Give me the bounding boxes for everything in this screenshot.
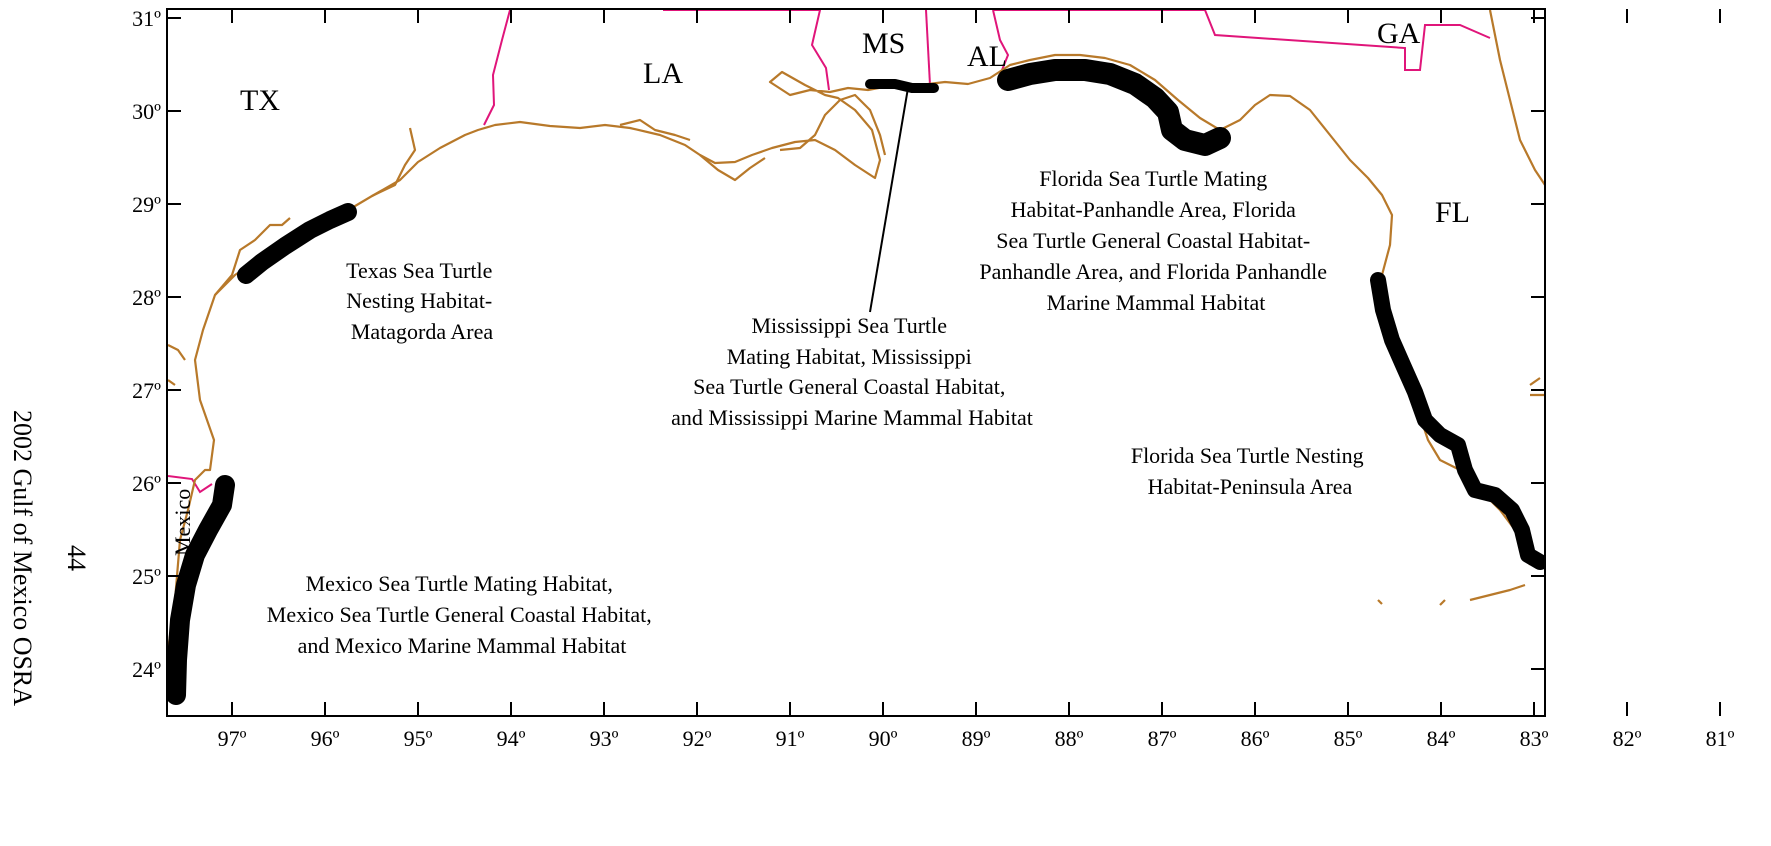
longitude-label: 84º	[1427, 726, 1456, 751]
latitude-label: 24º	[132, 657, 161, 682]
habitat-label-mexico-line-3: and Mexico Marine Mammal Habitat	[298, 633, 627, 658]
habitat-label-mississippi-line-4: and Mississippi Marine Mammal Habitat	[671, 405, 1033, 430]
habitat-label-mississippi-line-2: Mating Habitat, Mississippi	[727, 344, 972, 369]
longitude-label: 86º	[1241, 726, 1270, 751]
longitude-label: 89º	[962, 726, 991, 751]
latitude-label: 30º	[132, 99, 161, 124]
habitat-label-texas-line-2: Nesting Habitat-	[346, 288, 492, 313]
habitat-label-mexico-line-2: Mexico Sea Turtle General Coastal Habita…	[267, 602, 652, 627]
latitude-label: 29º	[132, 192, 161, 217]
al-fl-border	[993, 10, 1491, 71]
map-contents: TX LA MS AL GA FL Mexico Texas Sea Turtl…	[168, 10, 1544, 705]
longitude-label: 97º	[218, 726, 247, 751]
habitat-segments	[168, 59, 1544, 705]
longitude-label: 82º	[1613, 726, 1642, 751]
habitat-label-florida-peninsula-line-2: Habitat-Peninsula Area	[1148, 474, 1353, 499]
state-label-ga: GA	[1377, 17, 1421, 50]
longitude-label: 87º	[1148, 726, 1177, 751]
state-borders	[168, 10, 1491, 494]
state-label-fl: FL	[1435, 196, 1470, 229]
axis-ticks: 97º 96º 95º 94º 93º 92º 91º 90º 89º 88º 87º 86º 85º 8…	[132, 6, 1734, 751]
longitude-label: 88º	[1055, 726, 1084, 751]
tx-la-border	[483, 10, 511, 126]
longitude-label: 93º	[590, 726, 619, 751]
coastline-louisiana-delta	[619, 93, 887, 182]
coastline-florida-east	[1488, 10, 1544, 186]
habitat-label-mississippi-line-1: Mississippi Sea Turtle	[751, 313, 947, 338]
map-frame	[166, 8, 1546, 717]
longitude-label: 94º	[497, 726, 526, 751]
habitat-label-florida-peninsula-line-1: Florida Sea Turtle Nesting	[1131, 443, 1364, 468]
us-mexico-border	[168, 475, 213, 494]
habitat-label-florida-panhandle-line-4: Panhandle Area, and Florida Panhandle	[979, 259, 1327, 284]
habitat-label-florida-panhandle-line-2: Habitat-Panhandle Area, Florida	[1011, 197, 1297, 222]
latitude-label: 26º	[132, 471, 161, 496]
habitat-label-mississippi: Mississippi Sea Turtle Mating Habitat, M…	[671, 313, 1033, 430]
habitat-label-texas-line-1: Texas Sea Turtle	[346, 258, 492, 283]
latitude-label: 28º	[132, 285, 161, 310]
habitat-label-florida-panhandle-line-5: Marine Mammal Habitat	[1047, 290, 1266, 315]
habitat-label-florida-panhandle-line-1: Florida Sea Turtle Mating	[1039, 166, 1267, 191]
coastline-florida-bay	[1377, 583, 1526, 606]
longitude-label: 91º	[776, 726, 805, 751]
mississippi-leader-line	[869, 87, 909, 313]
latitude-label: 31º	[132, 6, 161, 31]
longitude-label: 83º	[1520, 726, 1549, 751]
longitude-label: 95º	[404, 726, 433, 751]
state-label-ms: MS	[862, 27, 905, 60]
habitat-florida-peninsula	[1370, 272, 1544, 570]
habitat-label-mexico-line-1: Mexico Sea Turtle Mating Habitat,	[306, 571, 613, 596]
habitat-label-mexico: Mexico Sea Turtle Mating Habitat, Mexico…	[267, 571, 657, 658]
longitude-label: 92º	[683, 726, 712, 751]
longitude-label: 81º	[1706, 726, 1735, 751]
habitat-label-florida-panhandle-line-3: Sea Turtle General Coastal Habitat-	[996, 228, 1310, 253]
report-title: 2002 Gulf of Mexico OSRA	[8, 410, 37, 706]
habitat-label-mississippi-line-3: Sea Turtle General Coastal Habitat,	[693, 374, 1005, 399]
habitat-label-texas: Texas Sea Turtle Nesting Habitat- Matago…	[346, 258, 498, 344]
habitat-label-florida-peninsula: Florida Sea Turtle Nesting Habitat-Penin…	[1131, 443, 1369, 499]
longitude-label: 85º	[1334, 726, 1363, 751]
latitude-label: 25º	[132, 564, 161, 589]
la-ms-border	[663, 10, 830, 91]
longitude-label: 96º	[311, 726, 340, 751]
state-label-la: LA	[643, 57, 683, 90]
page-number: 44	[62, 545, 91, 571]
side-caption: 44 2002 Gulf of Mexico OSRA	[8, 410, 91, 706]
habitat-label-florida-panhandle: Florida Sea Turtle Mating Habitat-Panhan…	[979, 166, 1332, 315]
state-label-al: AL	[967, 40, 1007, 73]
ms-al-border	[925, 10, 931, 86]
al-fl-border-west	[992, 10, 1010, 76]
habitat-label-texas-line-3: Matagorda Area	[351, 319, 494, 344]
state-label-tx: TX	[240, 84, 280, 117]
latitude-label: 27º	[132, 378, 161, 403]
country-label-mexico: Mexico	[170, 489, 195, 556]
habitat-mexico	[168, 475, 235, 705]
coastline-mexico-lagoon	[168, 344, 186, 386]
habitat-texas-matagorda	[237, 203, 357, 284]
habitat-florida-panhandle	[997, 59, 1231, 156]
longitude-label: 90º	[869, 726, 898, 751]
coastline-florida-east-south	[1529, 377, 1544, 397]
habitat-mississippi	[865, 79, 939, 93]
